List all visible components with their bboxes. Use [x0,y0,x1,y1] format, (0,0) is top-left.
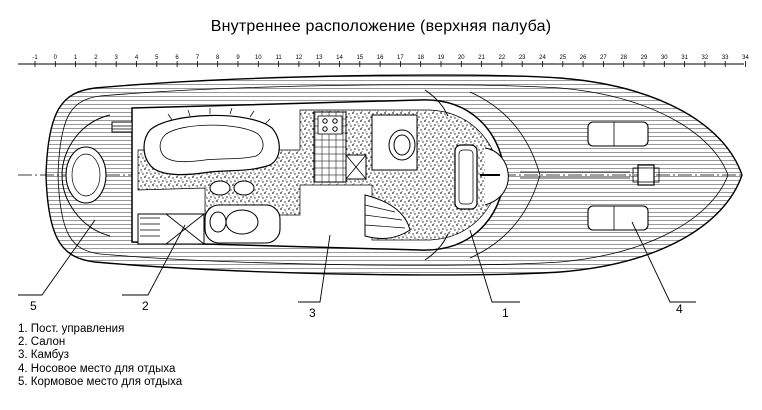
ruler-tick-label: 16 [377,55,384,61]
ruler-tick-label: 27 [600,55,607,61]
callout-3: 3 [309,306,316,320]
ruler-tick-label: 32 [702,55,709,61]
ruler-tick-label: -1 [32,55,38,61]
callout-4: 4 [676,302,683,316]
ruler-tick-label: 8 [216,55,220,61]
ruler-tick-label: 22 [499,55,506,61]
ruler-tick-label: 26 [580,55,587,61]
ruler-tick-label: 1 [74,55,78,61]
ruler-tick-label: 33 [722,55,729,61]
legend-item: 4. Носовое место для отдыха [18,362,176,375]
ruler-tick-label: 28 [620,55,627,61]
ruler-tick-label: 21 [478,55,485,61]
ruler-tick-label: 4 [135,55,139,61]
sunpad-starboard [587,205,649,231]
legend-item: 3. Камбуз [18,349,70,362]
ruler-tick-label: 25 [559,55,566,61]
ruler-tick-label: 15 [356,55,363,61]
ruler-tick-label: 2 [94,55,98,61]
legend-item: 2. Салон [18,336,66,349]
diagram-title: Внутреннее расположение (верхняя палуба) [210,18,552,35]
ruler-tick-label: 10 [255,55,262,61]
ruler-tick-label: 13 [316,55,323,61]
ruler-tick-label: 9 [236,55,240,61]
sunpad-port [587,121,649,147]
ruler-tick-label: 14 [336,55,343,61]
legend-item: 1. Пост. управления [18,323,125,335]
ruler-tick-label: 17 [397,55,404,61]
ruler-tick-label: 29 [641,55,648,61]
ruler-tick-label: 7 [196,55,200,61]
ruler-tick-label: 23 [519,55,526,61]
ruler-tick-label: 6 [175,55,179,61]
ruler-tick-label: 3 [115,55,119,61]
ruler-tick-label: 30 [661,55,668,61]
ruler-tick-label: 0 [54,55,58,61]
callout-2: 2 [142,299,149,313]
callout-5: 5 [30,299,37,313]
callout-1: 1 [502,306,509,320]
ruler-tick-label: 19 [438,55,445,61]
ruler-tick-label: 11 [275,55,282,61]
ruler-tick-label: 12 [296,55,303,61]
ruler-tick-label: 34 [742,55,749,61]
ruler-tick-label: 5 [155,55,159,61]
legend-item: 5. Кормовое место для отдыха [18,375,183,388]
legend-list: 1. Пост. управления 2. Салон 3. Камбуз 4… [18,323,182,389]
ruler-tick-label: 18 [417,55,424,61]
ruler-tick-label: 31 [681,55,688,61]
ruler-tick-label: 24 [539,55,546,61]
ruler-tick-label: 20 [458,55,465,61]
leader-lines [18,219,696,303]
